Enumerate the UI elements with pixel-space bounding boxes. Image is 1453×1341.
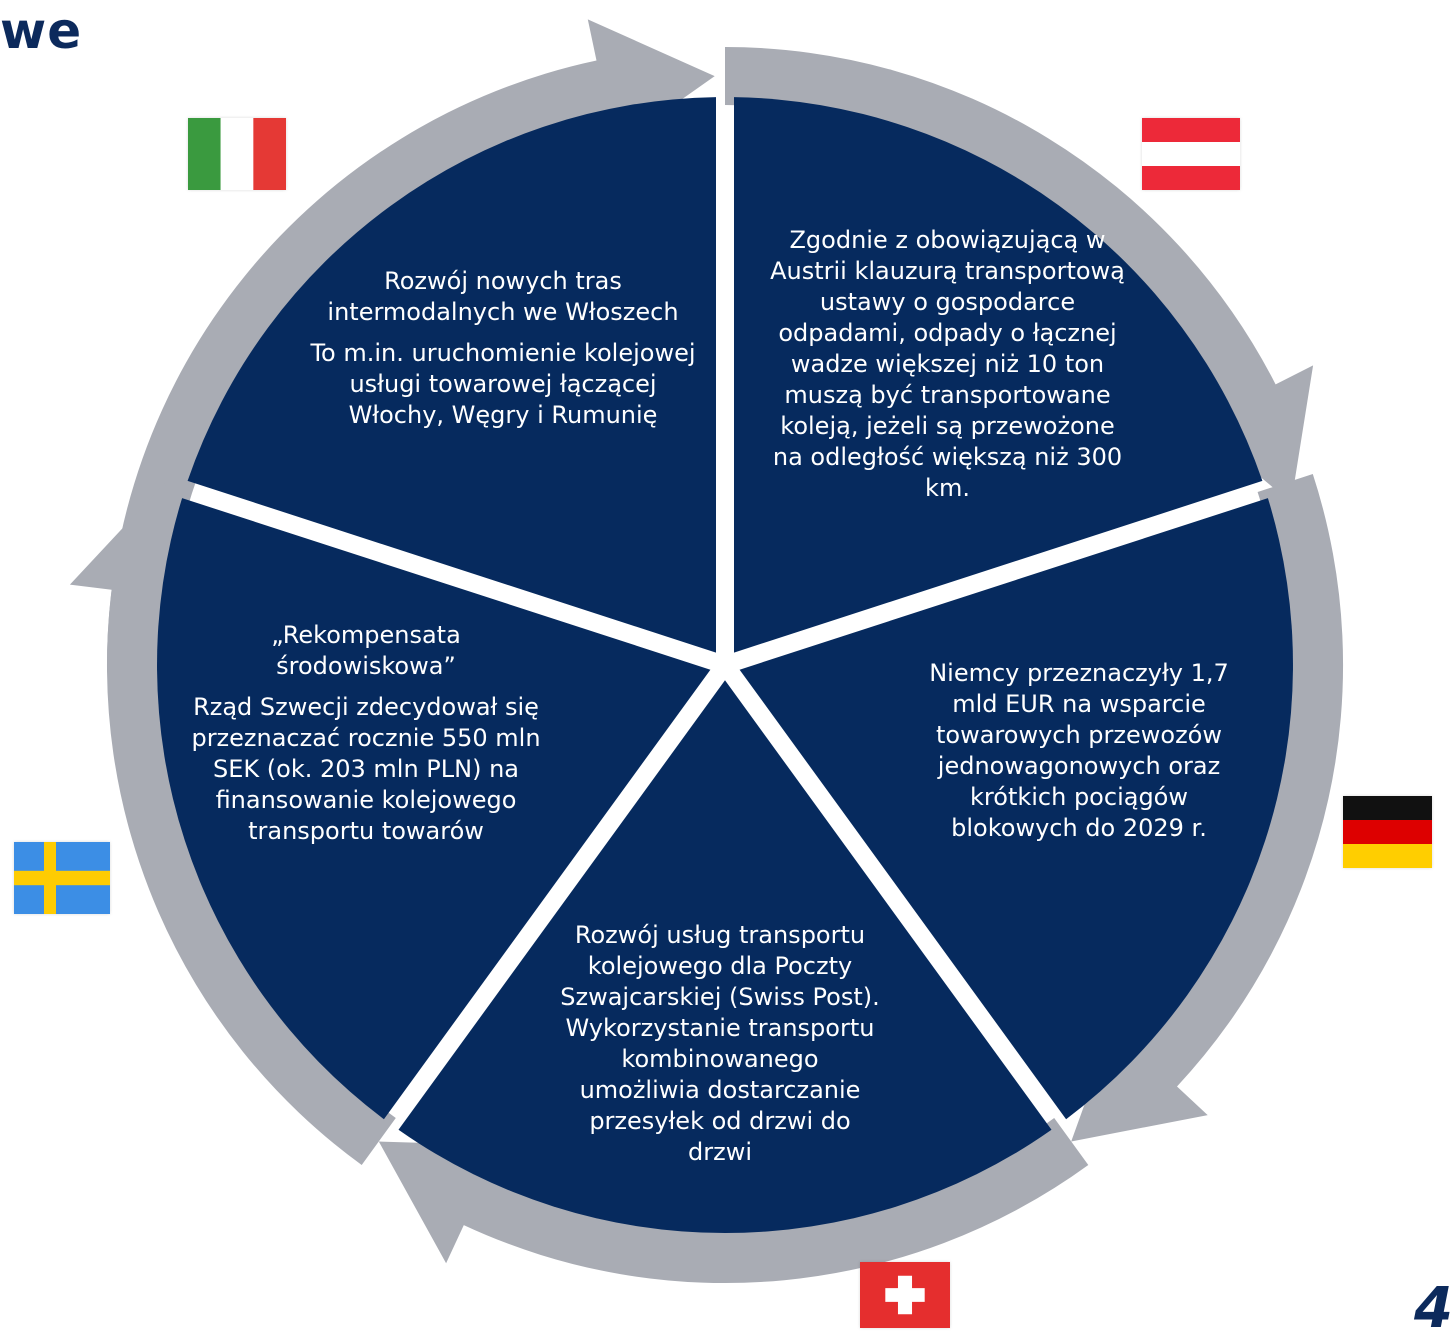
segment-sweden-text: „Rekompensata środowiskowa” Rząd Szwecji… — [190, 620, 542, 847]
segment-sweden — [157, 498, 711, 1120]
segment-austria-text: Zgodnie z obowiązującą w Austrii klauzur… — [770, 225, 1125, 504]
segment-sweden-heading: „Rekompensata środowiskowa” — [271, 621, 461, 680]
cycle-diagram — [69, 19, 1344, 1284]
segment-italy-body: To m.in. uruchomienie kolejowej usługi t… — [310, 339, 696, 429]
segment-italy — [187, 97, 717, 653]
segment-germany-text: Niemcy przeznaczyły 1,7 mld EUR na wspar… — [905, 658, 1253, 844]
sweden-flag-icon — [14, 842, 110, 914]
segment-austria — [734, 97, 1263, 653]
segment-germany-body: Niemcy przeznaczyły 1,7 mld EUR na wspar… — [929, 659, 1229, 842]
germany-flag-icon — [1343, 796, 1432, 868]
segment-italy-text: Rozwój nowych tras intermodalnych we Wło… — [308, 266, 698, 431]
segment-austria-body: Zgodnie z obowiązującą w Austrii klauzur… — [770, 226, 1125, 502]
switzerland-flag-icon — [860, 1262, 950, 1328]
segment-switzerland-body: Rozwój usług transportu kolejowego dla P… — [560, 921, 880, 1166]
segment-sweden-body: Rząd Szwecji zdecydował się przeznaczać … — [191, 693, 541, 845]
italy-flag-icon — [188, 118, 286, 190]
austria-flag-icon — [1142, 118, 1240, 190]
page-title-fragment: we — [0, 2, 83, 60]
cycle-arrow-austria-to-germany — [725, 47, 1314, 503]
cycle-arrow-sweden-to-italy — [69, 483, 396, 1165]
segment-germany — [739, 498, 1293, 1120]
segment-switzerland — [398, 680, 1052, 1234]
segment-italy-heading: Rozwój nowych tras intermodalnych we Wło… — [327, 267, 679, 326]
cycle-arrow-switzerland-to-sweden — [378, 1118, 1089, 1284]
page-number-fragment: 4 — [1414, 1276, 1453, 1341]
segment-switzerland-text: Rozwój usług transportu kolejowego dla P… — [560, 920, 880, 1168]
